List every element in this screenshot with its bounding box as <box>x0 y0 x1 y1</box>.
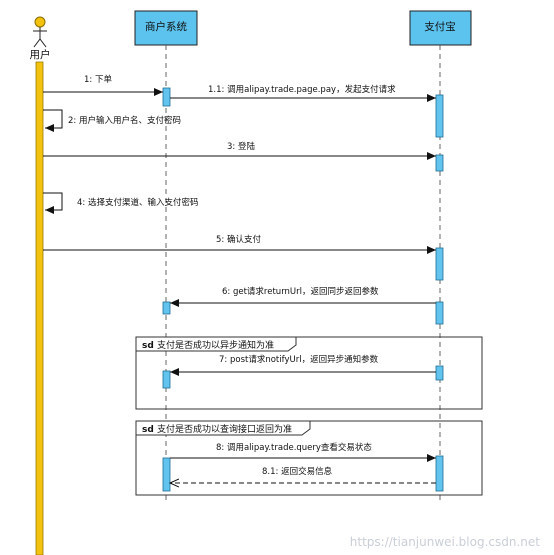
message-7-label: 7: post请求notifyUrl，返回异步通知参数 <box>219 354 379 365</box>
message-2-label: 2: 用户输入用户名、支付密码 <box>68 115 181 126</box>
frame-query-tag: sd <box>142 425 154 435</box>
actor-user-icon <box>33 16 47 48</box>
alipay-activation-1 <box>435 94 444 138</box>
alipay-activation-3 <box>435 247 444 281</box>
merchant-activation-1 <box>162 87 171 107</box>
alipay-activation-4 <box>435 301 444 325</box>
frame-async-title: 支付是否成功以异步通知为准 <box>157 339 274 351</box>
frame-async-tag: sd <box>142 341 154 351</box>
merchant-activation-4 <box>162 457 171 492</box>
message-4-label: 4: 选择支付渠道、输入支付密码 <box>77 197 198 208</box>
message-8-label: 8: 调用alipay.trade.query查看交易状态 <box>216 442 372 453</box>
merchant-activation-3 <box>162 370 171 389</box>
actor-user-label: 用户 <box>30 48 51 61</box>
alipay-activation-5 <box>435 365 444 381</box>
message-6-label: 6: get请求returnUrl，返回同步返回参数 <box>222 286 379 297</box>
watermark-text: https://tianjunwei.blog.csdn.net <box>350 535 541 549</box>
merchant-activation-2 <box>162 301 171 315</box>
message-2-arrow <box>43 109 63 132</box>
frame-query-title: 支付是否成功以查询接口返回为准 <box>157 423 292 435</box>
message-1-label: 1: 下单 <box>84 74 112 85</box>
alipay-lifeline-header <box>409 10 472 46</box>
message-4-arrow <box>43 192 63 214</box>
merchant-lifeline-header <box>134 10 198 46</box>
alipay-lifeline-label: 支付宝 <box>424 20 456 33</box>
message-3-label: 3: 登陆 <box>227 141 255 152</box>
merchant-lifeline-label: 商户系统 <box>145 20 187 33</box>
alipay-activation-6 <box>435 455 444 492</box>
actor-activation-bar <box>35 61 44 555</box>
frame-query-check: sd 支付是否成功以查询接口返回为准 <box>135 420 483 496</box>
alipay-activation-2 <box>435 154 444 172</box>
frame-async-notify: sd 支付是否成功以异步通知为准 <box>135 336 483 410</box>
message-1-1-label: 1.1: 调用alipay.trade.page.pay，发起支付请求 <box>208 84 396 95</box>
message-5-label: 5: 确认支付 <box>216 234 261 245</box>
message-8-1-label: 8.1: 返回交易信息 <box>262 466 333 477</box>
